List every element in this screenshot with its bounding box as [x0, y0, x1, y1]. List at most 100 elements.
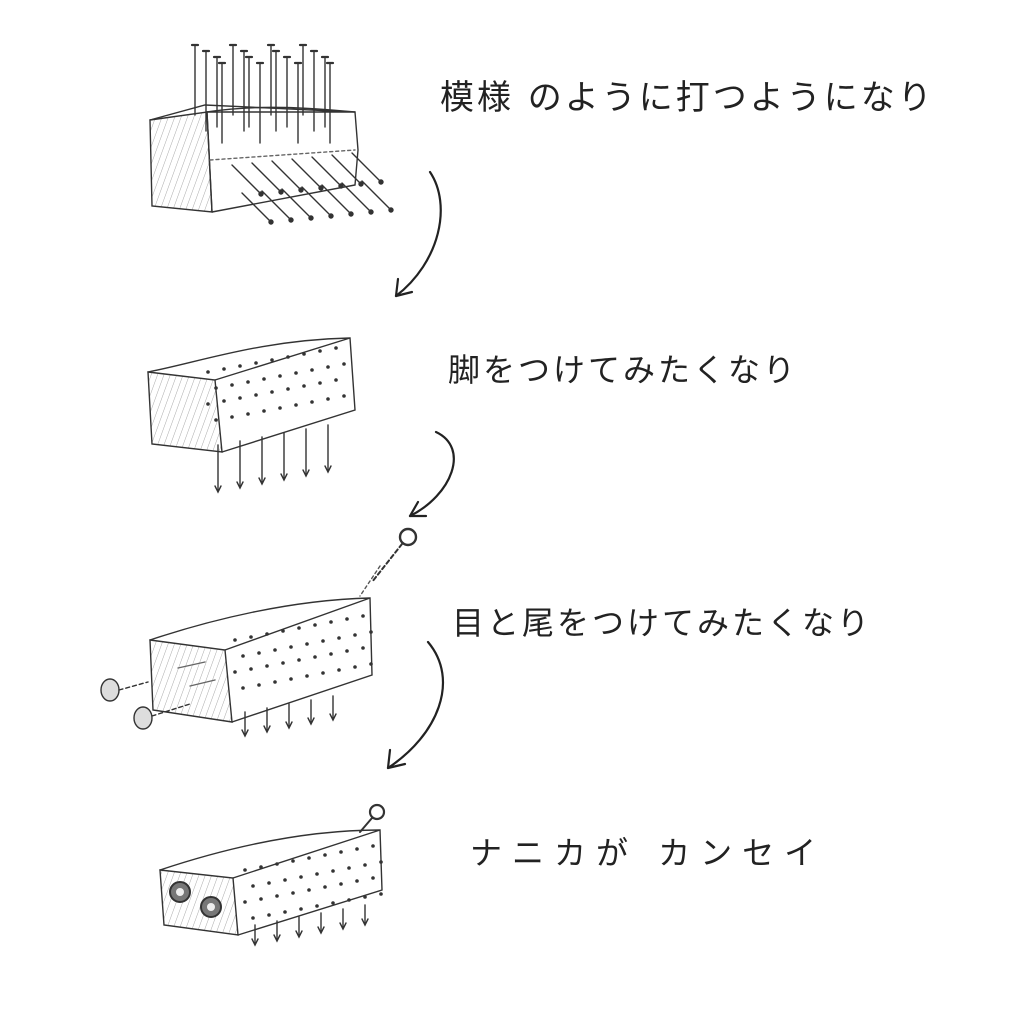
rivet-dot: [294, 371, 298, 375]
rivet-dot: [238, 396, 242, 400]
rivet-dot: [337, 668, 341, 672]
nail-icon: [291, 158, 324, 191]
step1-caption: 模様 のように打つようになり: [440, 78, 935, 118]
nail-icon: [255, 61, 265, 144]
leg-nail-icon: [251, 924, 259, 947]
rivet-dot: [355, 879, 359, 883]
leg-nail-icon: [285, 703, 293, 730]
rivet-dot: [313, 623, 317, 627]
rivet-dot: [353, 665, 357, 669]
rivet-dot: [299, 875, 303, 879]
rivet-dot: [307, 888, 311, 892]
rivet-dot: [251, 884, 255, 888]
rivet-dot: [323, 885, 327, 889]
rivet-dot: [363, 863, 367, 867]
rivet-dot: [275, 862, 279, 866]
leg-nail-icon: [241, 711, 249, 738]
thumbtack-eye-icon: [100, 678, 149, 702]
leg-nail-icon: [302, 428, 310, 478]
rivet-dot: [371, 844, 375, 848]
rivet-dot: [286, 387, 290, 391]
step3-block-drawing: [100, 527, 418, 738]
rivet-dot: [265, 664, 269, 668]
rivet-dot: [339, 882, 343, 886]
eye-left-icon: [169, 881, 191, 903]
rivet-dots-group: [243, 844, 383, 920]
nail-icon: [301, 186, 334, 219]
leg-nail-icon: [295, 916, 303, 939]
step2-block-drawing: [147, 337, 356, 494]
nail-icon: [271, 49, 281, 132]
nail-icon: [321, 184, 354, 217]
leg-nail-icon: [273, 920, 281, 943]
rivet-dot: [291, 859, 295, 863]
block4-end-face: [159, 869, 239, 936]
rivet-dot: [262, 377, 266, 381]
rivet-dot: [361, 646, 365, 650]
rivet-dot: [379, 860, 383, 864]
rivet-dot: [259, 865, 263, 869]
rivet-dot: [337, 636, 341, 640]
legs-group: [251, 904, 369, 947]
rivet-dot: [307, 856, 311, 860]
rivet-dot: [273, 648, 277, 652]
flow-arrow-icon: [386, 640, 445, 770]
rivet-dot: [267, 881, 271, 885]
rivet-dot: [371, 876, 375, 880]
rivet-dot: [278, 374, 282, 378]
eye-right-icon: [200, 896, 222, 918]
nail-icon: [190, 43, 200, 116]
rivet-dot: [249, 635, 253, 639]
rivet-dot: [302, 384, 306, 388]
leg-nail-icon: [263, 707, 271, 734]
rivet-dot: [275, 894, 279, 898]
nail-icon: [244, 55, 254, 128]
rivet-dot: [206, 370, 210, 374]
nail-icon: [212, 55, 222, 128]
leg-nail-icon: [329, 695, 337, 722]
rivet-dot: [345, 649, 349, 653]
rivet-dot: [251, 916, 255, 920]
rivet-dot: [206, 402, 210, 406]
nail-icon: [231, 164, 264, 197]
rivet-dot: [318, 381, 322, 385]
rivet-dot: [281, 661, 285, 665]
nail-icon: [293, 61, 303, 144]
legs-group: [241, 695, 337, 738]
rivet-dot: [329, 652, 333, 656]
rivet-dot: [249, 667, 253, 671]
rivet-dot: [214, 418, 218, 422]
rivet-dot: [289, 677, 293, 681]
rivet-dot: [334, 346, 338, 350]
rivet-dot: [222, 367, 226, 371]
rivet-dot: [254, 393, 258, 397]
step4-caption: ナニカが カンセイ: [470, 834, 827, 872]
rivet-dots-group: [233, 614, 373, 690]
nail-icon: [217, 61, 227, 144]
leg-nail-icon: [324, 424, 332, 474]
rivet-dots-group: [206, 346, 346, 422]
rivet-dot: [361, 614, 365, 618]
rivet-dot: [334, 378, 338, 382]
leg-nail-icon: [280, 432, 288, 482]
nail-icon: [241, 192, 274, 225]
step1-block-drawing: [149, 43, 394, 225]
rivet-dot: [273, 680, 277, 684]
block2-end-face: [147, 371, 223, 453]
rivet-dot: [286, 355, 290, 359]
rivet-dot: [283, 910, 287, 914]
rivet-dot: [369, 662, 373, 666]
rivet-dot: [267, 913, 271, 917]
rivet-dot: [265, 632, 269, 636]
rivet-dot: [283, 878, 287, 882]
rivet-dot: [230, 415, 234, 419]
rivet-dot: [294, 403, 298, 407]
nail-icon: [266, 43, 276, 116]
flow-arrow-icon: [394, 170, 442, 298]
rivet-dot: [326, 397, 330, 401]
nail-icon: [251, 162, 284, 195]
rivet-dot: [345, 617, 349, 621]
nail-icon: [298, 43, 308, 116]
